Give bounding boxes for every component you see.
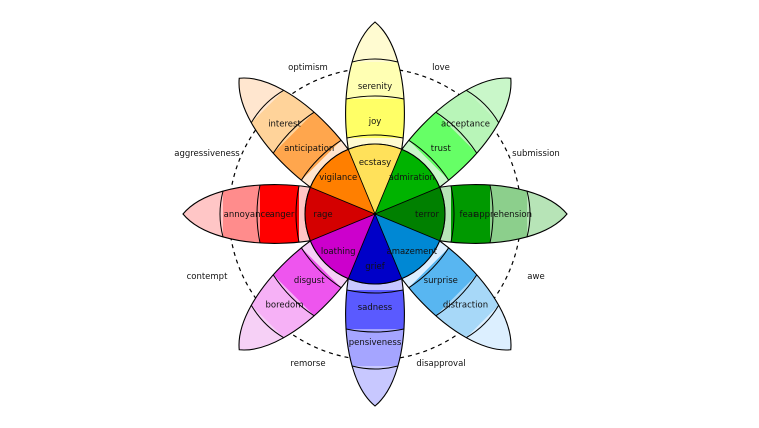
petal-divider-top-left-2 — [272, 111, 315, 154]
label-anger: anger — [270, 210, 295, 220]
petal-band-middle-right — [451, 184, 490, 244]
petal-divider-bottom-2 — [345, 328, 405, 333]
label-sadness: sadness — [358, 303, 393, 313]
petal-divider-right-3 — [526, 190, 531, 238]
combination-label-aggressiveness: aggressiveness — [174, 149, 240, 159]
petal-band-middle-top — [345, 99, 405, 138]
label-pensiveness: pensiveness — [349, 338, 402, 348]
label-admiration: admiration — [389, 173, 435, 183]
label-annoyance: annoyance — [224, 210, 271, 220]
petal-band-middle-left — [260, 184, 299, 244]
petal-divider-top-right-2 — [435, 111, 478, 154]
petal-band-outer-bottom — [346, 329, 404, 366]
petal-divider-top-right-3 — [466, 89, 500, 123]
combination-label-awe: awe — [527, 272, 544, 282]
label-acceptance: acceptance — [441, 120, 490, 130]
petal-divider-bottom-left-1 — [300, 247, 342, 289]
petal-divider-top-left-3 — [250, 89, 284, 123]
petal-band-outer-top — [346, 62, 404, 99]
petal-divider-top-2 — [345, 95, 405, 100]
petal-divider-top-3 — [351, 58, 399, 63]
petal-band-outer-top-right — [435, 90, 499, 154]
label-terror: terror — [415, 210, 439, 220]
petal-divider-bottom-right-1 — [408, 247, 450, 289]
petal-band-outer-left — [223, 185, 260, 243]
label-ecstasy: ecstasy — [359, 158, 391, 168]
petal-divider-left-2 — [256, 184, 261, 244]
petal-divider-right-1 — [450, 185, 455, 243]
label-amazement: amazement — [386, 247, 437, 257]
petal-band-middle-bottom — [345, 290, 405, 329]
label-joy: joy — [368, 117, 382, 127]
inner-circle-group — [304, 143, 446, 285]
petal-divider-right-2 — [489, 184, 494, 244]
label-serenity: serenity — [358, 82, 392, 92]
label-vigilance: vigilance — [319, 173, 357, 183]
label-apprehension: apprehension — [474, 210, 532, 220]
petal-divider-bottom-1 — [346, 289, 404, 294]
petal-divider-top-left-1 — [300, 139, 342, 181]
label-grief: grief — [365, 262, 385, 272]
petal-divider-bottom-left-2 — [272, 274, 315, 317]
label-loathing: loathing — [321, 247, 356, 257]
petal-divider-bottom-right-3 — [466, 305, 500, 339]
combination-label-disapproval: disapproval — [416, 359, 465, 369]
petal-band-outer-top-left — [251, 90, 315, 154]
combination-label-remorse: remorse — [290, 359, 325, 369]
label-boredom: boredom — [265, 301, 303, 311]
label-fear: fear — [460, 210, 477, 220]
combination-labels-group: optimism love submission awe disapproval… — [174, 63, 560, 369]
inner-circle-outline — [304, 143, 446, 285]
petal-band-middle-top-right — [408, 112, 477, 181]
petal-band-outer-bottom-left — [251, 274, 315, 338]
label-anticipation: anticipation — [284, 144, 334, 154]
label-distraction: distraction — [443, 301, 488, 311]
label-interest: interest — [268, 120, 301, 130]
petal-divider-bottom-left-3 — [250, 305, 284, 339]
petal-band-middle-bottom-left — [273, 247, 342, 316]
label-trust: trust — [431, 144, 452, 154]
petal-divider-left-1 — [295, 185, 300, 243]
petal-band-outer-bottom-right — [435, 274, 499, 338]
petal-divider-bottom-right-2 — [435, 274, 478, 317]
combination-label-optimism: optimism — [288, 63, 328, 73]
combination-label-contempt: contempt — [187, 272, 228, 282]
petal-divider-left-3 — [219, 190, 224, 238]
petal-divider-top-1 — [346, 134, 404, 139]
petals-group — [182, 21, 568, 407]
label-disgust: disgust — [294, 276, 325, 286]
petal-band-middle-top-left — [273, 112, 342, 181]
petal-band-outer-right — [490, 185, 527, 243]
petal-labels-group: ecstasy joy serenity admiration trust accepta… — [224, 82, 532, 348]
combination-label-submission: submission — [512, 149, 560, 159]
petal-divider-bottom-3 — [351, 365, 399, 370]
label-surprise: surprise — [424, 276, 458, 286]
label-rage: rage — [313, 210, 332, 220]
combination-label-love: love — [432, 63, 450, 73]
petal-band-middle-bottom-right — [408, 247, 477, 316]
petal-divider-top-right-1 — [408, 139, 450, 181]
